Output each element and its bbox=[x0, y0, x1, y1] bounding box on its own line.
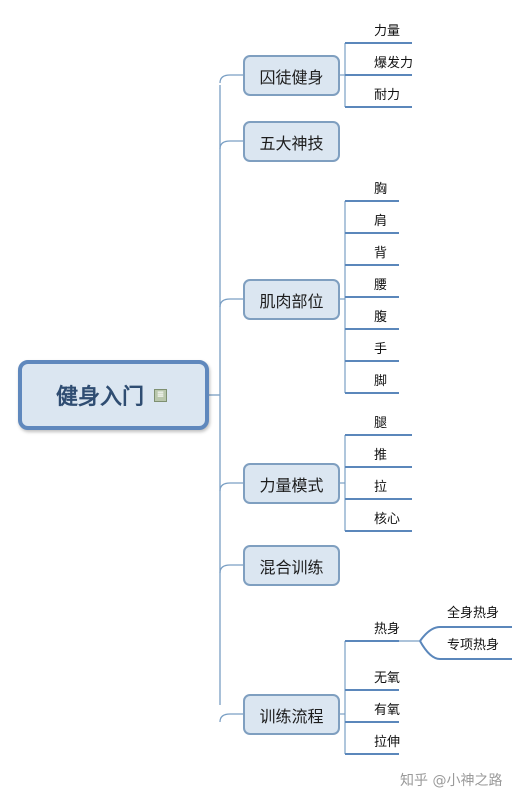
leaf-full-body-warmup[interactable]: 全身热身 bbox=[447, 606, 500, 621]
leaf-specific-warmup[interactable]: 专项热身 bbox=[447, 638, 500, 653]
branch-node-mixed-training[interactable]: 混合训练 bbox=[243, 545, 340, 586]
leaf-pull[interactable]: 拉 bbox=[374, 480, 388, 495]
leaf-warmup[interactable]: 热身 bbox=[374, 622, 401, 637]
leaf-abs[interactable]: 腹 bbox=[374, 310, 388, 325]
leaf-core[interactable]: 核心 bbox=[374, 512, 401, 527]
branch-label: 五大神技 bbox=[259, 133, 324, 153]
branch-node-five-skills[interactable]: 五大神技 bbox=[243, 121, 340, 162]
branch-node-training-flow[interactable]: 训练流程 bbox=[243, 694, 340, 735]
leaf-strength[interactable]: 力量 bbox=[374, 24, 401, 39]
branch-node-muscle-parts[interactable]: 肌肉部位 bbox=[243, 279, 340, 320]
note-icon[interactable]: ≡ bbox=[154, 388, 168, 402]
leaf-arm[interactable]: 手 bbox=[374, 342, 388, 357]
leaf-chest[interactable]: 胸 bbox=[374, 182, 388, 197]
leaf-aerobic[interactable]: 有氧 bbox=[374, 703, 401, 718]
branch-node-prisoner-fitness[interactable]: 囚徒健身 bbox=[243, 55, 340, 96]
root-node[interactable]: 健身入门 ≡ bbox=[18, 360, 209, 430]
branch-label: 肌肉部位 bbox=[259, 291, 324, 311]
leaf-back[interactable]: 背 bbox=[374, 246, 388, 261]
branch-label: 力量模式 bbox=[259, 475, 324, 495]
leaf-shoulder[interactable]: 肩 bbox=[374, 214, 388, 229]
leaf-stretch[interactable]: 拉伸 bbox=[374, 735, 401, 750]
branch-label: 混合训练 bbox=[259, 557, 324, 577]
leaf-anaerobic[interactable]: 无氧 bbox=[374, 671, 401, 686]
branch-node-strength-patterns[interactable]: 力量模式 bbox=[243, 463, 340, 504]
watermark: 知乎 @小神之路 bbox=[400, 773, 503, 789]
leaf-leg[interactable]: 脚 bbox=[374, 374, 388, 389]
leaf-endurance[interactable]: 耐力 bbox=[374, 88, 401, 103]
leaf-waist[interactable]: 腰 bbox=[374, 278, 388, 293]
branch-label: 囚徒健身 bbox=[259, 67, 324, 87]
root-title: 健身入门 bbox=[56, 385, 145, 410]
branch-label: 训练流程 bbox=[259, 706, 324, 726]
leaf-push[interactable]: 推 bbox=[374, 448, 388, 463]
leaf-explosive[interactable]: 爆发力 bbox=[374, 56, 414, 71]
leaf-legs[interactable]: 腿 bbox=[374, 416, 388, 431]
